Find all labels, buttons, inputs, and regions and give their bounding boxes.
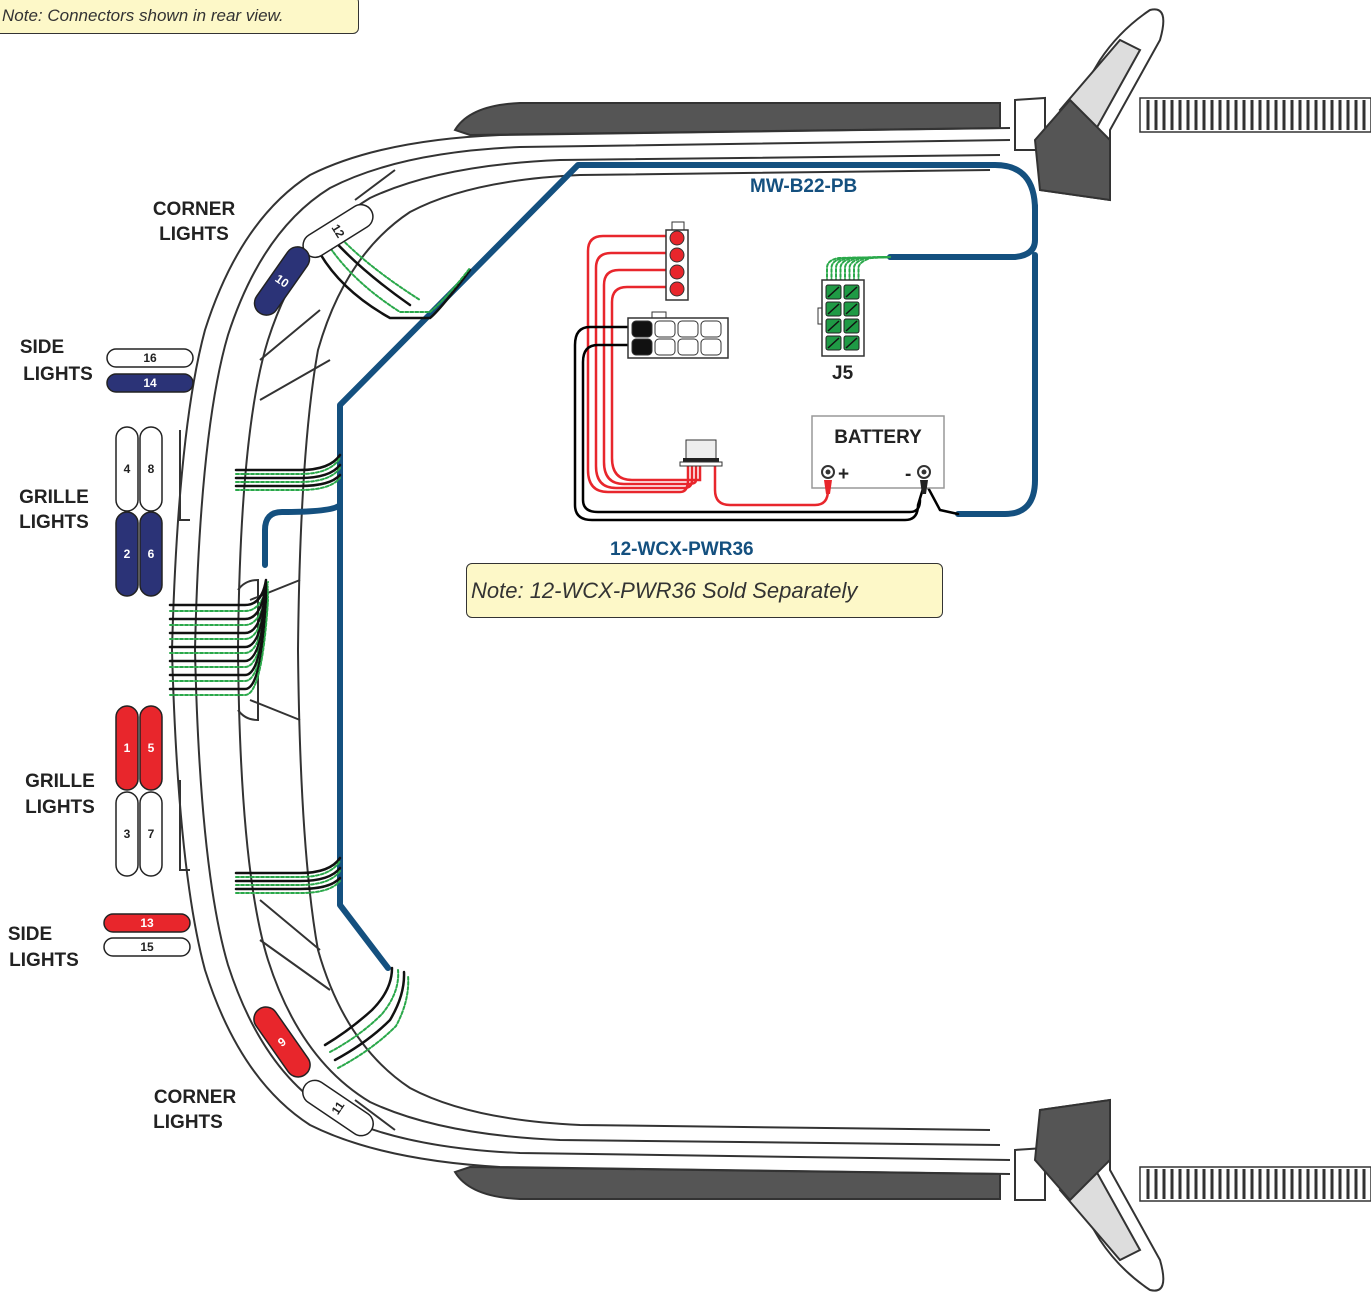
battery-label: BATTERY (834, 427, 922, 448)
white-8pin-connector (627, 311, 729, 359)
corner-bottom-label-1: CORNER (154, 1087, 237, 1108)
light-8-number: 8 (148, 462, 155, 476)
roof-rail-ticks (1146, 100, 1366, 1199)
red-4pin-connector (665, 221, 689, 301)
side-top-label-1: SIDE (20, 337, 64, 358)
light-pigtails (168, 231, 472, 1069)
grille-lower-label-2: LIGHTS (25, 797, 95, 818)
j5-connector (817, 279, 865, 357)
grille-upper-label-1: GRILLE (19, 487, 89, 508)
light-2: 2 (115, 511, 139, 597)
light-8: 8 (139, 426, 163, 512)
roof-rail-top (1139, 97, 1371, 133)
corner-bottom-label-2: LIGHTS (153, 1112, 223, 1133)
light-1: 1 (115, 705, 139, 791)
light-13-number: 13 (140, 916, 154, 930)
light-7-number: 7 (148, 827, 155, 841)
group-labels: CORNER LIGHTS SIDE LIGHTS GRILLE LIGHTS GRI… (8, 199, 237, 1133)
mirror-bottom (1014, 1098, 1165, 1292)
light-6-number: 6 (148, 547, 155, 561)
light-5-number: 5 (148, 741, 155, 755)
main-harness-label: MW-B22-PB (750, 176, 857, 197)
main-harness-branch (262, 502, 343, 568)
roof-rail-bottom (1139, 1166, 1371, 1202)
light-3-number: 3 (124, 827, 131, 841)
light-14: 14 (106, 373, 194, 393)
power-harness (573, 234, 960, 522)
sold-separately-note: Note: 12-WCX-PWR36 Sold Separately (466, 563, 943, 618)
light-16: 16 (106, 348, 194, 368)
light-15-number: 15 (140, 940, 154, 954)
inline-fuse-icon (679, 439, 723, 467)
light-15: 15 (103, 937, 191, 957)
j5-label: J5 (832, 363, 854, 384)
corner-top-label-1: CORNER (153, 199, 236, 220)
rear-view-note: Note: Connectors shown in rear view. (0, 0, 359, 34)
light-4: 4 (115, 426, 139, 512)
vehicle-outline (170, 102, 1011, 1200)
mirror-top (1014, 8, 1165, 202)
side-bottom-label-1: SIDE (8, 924, 52, 945)
light-4-number: 4 (124, 462, 131, 476)
battery-positive-label: + (838, 464, 849, 485)
light-1-number: 1 (124, 741, 131, 755)
side-top-label-2: LIGHTS (23, 364, 93, 385)
light-6: 6 (139, 511, 163, 597)
light-10: 10 (253, 246, 311, 316)
power-harness-label: 12-WCX-PWR36 (610, 539, 754, 560)
light-11: 11 (302, 1079, 374, 1137)
light-2-number: 2 (124, 547, 131, 561)
grille-lower-label-1: GRILLE (25, 771, 95, 792)
light-16-number: 16 (143, 351, 157, 365)
grille-upper-label-2: LIGHTS (19, 512, 89, 533)
light-5: 5 (139, 705, 163, 791)
battery-negative-label: - (905, 464, 911, 485)
light-7: 7 (139, 791, 163, 877)
light-3: 3 (115, 791, 139, 877)
battery: BATTERY + - (811, 415, 945, 494)
light-9: 9 (253, 1006, 311, 1078)
side-bottom-label-2: LIGHTS (9, 950, 79, 971)
light-14-number: 14 (143, 376, 157, 390)
light-13: 13 (103, 913, 191, 933)
corner-top-label-2: LIGHTS (159, 224, 229, 245)
